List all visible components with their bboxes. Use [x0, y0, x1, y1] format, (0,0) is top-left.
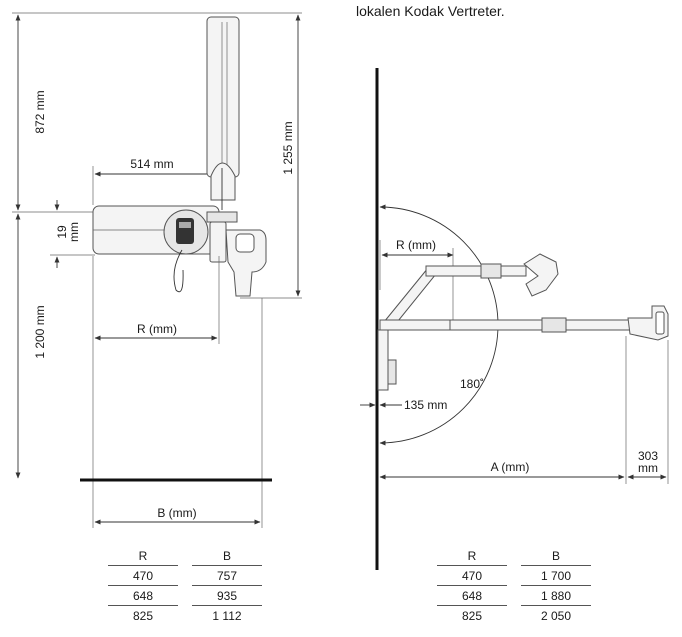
- table-right-cell: 825: [437, 605, 507, 625]
- table-left-cell: 935: [192, 585, 262, 606]
- table-left-cell: 470: [108, 565, 178, 586]
- table-right-header-r: R: [467, 548, 477, 563]
- table-left-header-b: B: [222, 548, 231, 563]
- dim-r-left-label: R (mm): [137, 322, 177, 336]
- dim-1255-label: 1 255 mm: [281, 121, 295, 174]
- dim-872-label: 872 mm: [33, 90, 47, 133]
- dim-19-unit: mm: [67, 222, 81, 242]
- table-left-cell: 757: [192, 565, 262, 586]
- wall-mount: [377, 329, 389, 391]
- table-right-cell: 2 050: [521, 605, 591, 625]
- table-left-cell: 1 112: [192, 605, 262, 625]
- dim-1200-label: 1 200 mm: [33, 305, 47, 358]
- table-right-cell: 1 700: [521, 565, 591, 586]
- table-right: R B 470 1 700 648 1 880 825 2 050: [437, 546, 591, 625]
- table-row: 648 935: [108, 585, 262, 606]
- table-right-cell: 1 880: [521, 585, 591, 606]
- dim-303-unit: mm: [638, 461, 658, 475]
- right-plan-view: 180˚ R (mm) 135 mm A (mm) 303 mm: [360, 68, 669, 570]
- table-left: R B 470 757 648 935 825 1 112: [108, 546, 262, 625]
- dim-b-label: B (mm): [157, 506, 196, 520]
- table-row: 825 2 050: [437, 605, 591, 625]
- table-right-cell: 470: [437, 565, 507, 586]
- table-row: 470 1 700: [437, 565, 591, 586]
- dim-19-value: 19: [55, 225, 69, 239]
- table-left-cell: 825: [108, 605, 178, 625]
- table-left-cell: 648: [108, 585, 178, 606]
- table-right-header-b: B: [551, 548, 560, 563]
- dim-a-label: A (mm): [491, 460, 530, 474]
- note-text: lokalen Kodak Vertreter.: [356, 3, 505, 19]
- dim-135-label: 135 mm: [404, 398, 447, 412]
- table-right-cell: 648: [437, 585, 507, 606]
- left-elevation-view: 872 mm 1 200 mm 19 mm 1 255 mm 514 mm: [12, 12, 302, 528]
- table-left-header-r: R: [138, 548, 148, 563]
- tube-head-rotated: [523, 253, 559, 297]
- mounting-column: [206, 16, 240, 178]
- table-row: 648 1 880: [437, 585, 591, 606]
- extended-arm: [449, 319, 631, 331]
- remote-control: [176, 218, 194, 244]
- table-row: 470 757: [108, 565, 262, 586]
- angle-label: 180˚: [460, 377, 484, 391]
- dim-514-label: 514 mm: [130, 157, 173, 171]
- dim-r-right-label: R (mm): [396, 238, 436, 252]
- angled-arm-extension: [425, 265, 527, 277]
- table-row: 825 1 112: [108, 605, 262, 625]
- dim-303-value: 303: [638, 449, 658, 463]
- angled-arm: [383, 267, 437, 327]
